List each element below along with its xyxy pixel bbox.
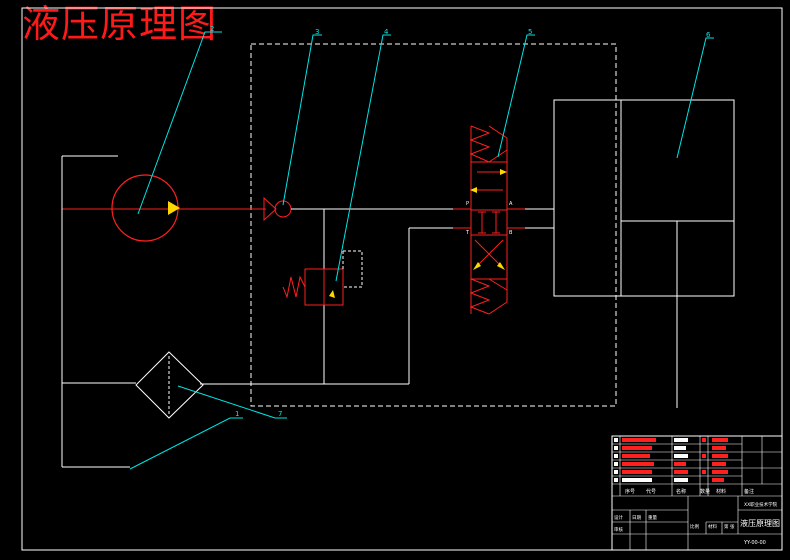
callout-2: 2	[210, 25, 214, 33]
date-label: 日期	[632, 515, 641, 521]
relief-valve-arrow	[329, 290, 335, 298]
callout-7: 7	[278, 410, 282, 418]
designer-label: 设计	[614, 514, 623, 521]
relief-valve-spring	[282, 275, 306, 299]
port-label-a: A	[509, 201, 513, 207]
callout-1: 1	[235, 410, 239, 418]
leader-7	[177, 385, 287, 419]
leader-4	[335, 34, 391, 282]
checker-label: 审核	[614, 526, 623, 533]
port-label-p: P	[466, 201, 469, 207]
callout-6: 6	[706, 31, 711, 39]
header-seq: 序号	[625, 488, 635, 495]
title-block: 序号 代号 名称 数量 材料 备注 XX职业技术学院 液压原理图 YY-00-0…	[611, 435, 783, 551]
hydraulic-cylinder	[553, 99, 735, 297]
drawing-border	[21, 7, 783, 551]
port-label-t: T	[465, 230, 470, 236]
header-remark: 备注	[744, 488, 754, 495]
leader-1	[129, 417, 243, 470]
header-material: 材料	[716, 488, 726, 495]
callout-5: 5	[528, 28, 532, 36]
header-qty: 数量	[700, 488, 710, 495]
callout-3: 3	[315, 28, 319, 36]
weight-label: 重量	[648, 514, 657, 521]
relief-valve-pilot	[343, 250, 363, 288]
leader-5	[497, 34, 535, 158]
oil-filter	[135, 351, 204, 419]
leader-6	[676, 37, 714, 159]
drawing-title: 液压原理图	[22, 2, 218, 46]
material-label: 材料	[708, 523, 717, 530]
header-name: 名称	[676, 488, 686, 495]
port-label-b: B	[509, 230, 513, 236]
leader-3	[282, 34, 322, 206]
sheet-label: 第 张	[724, 523, 735, 530]
school-name: XX职业技术学院	[744, 501, 778, 508]
pump-direction-arrow	[168, 201, 180, 215]
header-code: 代号	[646, 488, 656, 495]
drawing-number: YY-00-00	[743, 540, 766, 546]
line-a-to-cylinder	[525, 178, 555, 210]
drawing-name-label: 液压原理图	[740, 518, 780, 528]
callout-4: 4	[384, 28, 389, 36]
line-b-to-cylinder	[525, 227, 555, 258]
valve-block-boundary	[250, 43, 617, 407]
check-valve-seat	[263, 196, 277, 222]
scale-label: 比例	[690, 523, 699, 530]
leader-2	[137, 31, 222, 215]
directional-valve	[453, 125, 525, 315]
